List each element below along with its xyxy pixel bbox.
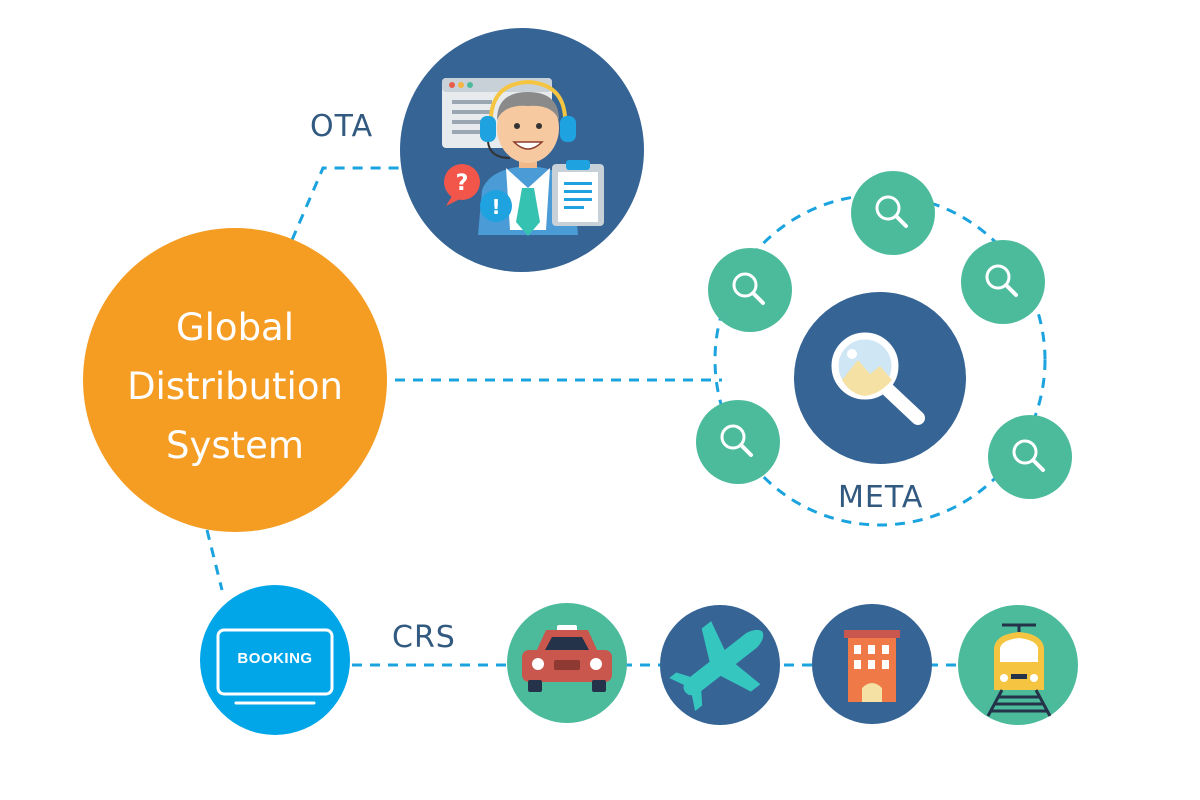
- ota-connector: [290, 166, 412, 241]
- crs-train-node: [958, 605, 1078, 725]
- plane-icon: [669, 621, 764, 712]
- crs-car-node: [507, 603, 627, 723]
- monitor-icon: [216, 628, 334, 705]
- booking-label: BOOKING: [237, 650, 313, 667]
- svg-text:?: ?: [456, 171, 469, 196]
- booking-connector: [205, 529, 224, 591]
- support-agent-icon: ? !: [442, 78, 604, 236]
- meta-center-node: [794, 292, 966, 464]
- meta-label: META: [838, 480, 924, 515]
- booking-node: [200, 585, 350, 735]
- train-icon: [986, 623, 1052, 717]
- hotel-icon: [844, 630, 900, 702]
- meta-satellite: [696, 400, 780, 484]
- gds-title-line: Distribution: [127, 365, 343, 408]
- gds-title: Global Distribution System: [85, 298, 385, 475]
- crs-hotel-node: [812, 604, 932, 724]
- svg-text:!: !: [491, 195, 500, 219]
- ota-node: ? !: [400, 28, 644, 272]
- gds-title-line: Global: [175, 306, 295, 349]
- ota-label: OTA: [310, 109, 374, 144]
- car-icon: [522, 625, 612, 692]
- image-search-icon: [831, 332, 925, 425]
- meta-satellite: [961, 240, 1045, 324]
- crs-label: CRS: [392, 620, 456, 655]
- meta-satellite: [708, 248, 792, 332]
- gds-circle: [83, 228, 387, 532]
- gds-title-line: System: [166, 424, 304, 467]
- meta-satellite: [851, 171, 935, 255]
- crs-plane-node: [660, 605, 780, 725]
- meta-satellite: [988, 415, 1072, 499]
